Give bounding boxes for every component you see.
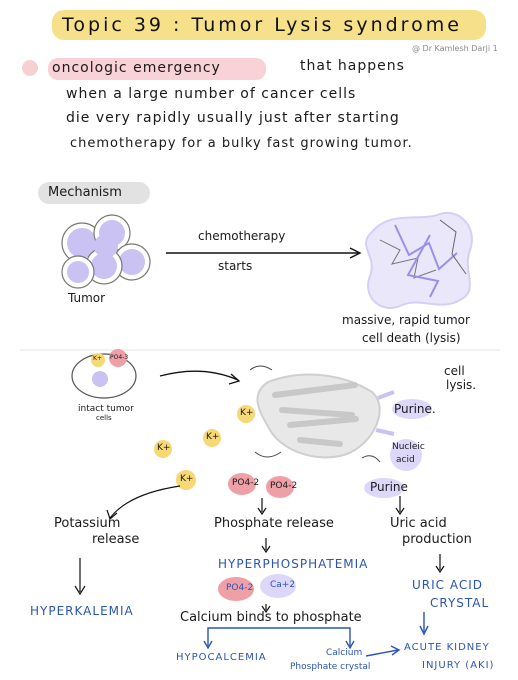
nucleic-1: Nucleic (392, 442, 425, 452)
ca-ion: Ca+2 (270, 580, 296, 590)
cell-lysis-2: lysis. (446, 378, 477, 392)
highlight-oncologic (48, 58, 266, 80)
k-ion-4: K+ (180, 474, 194, 484)
author-credit: @ Dr Kamlesh Darji 1 (412, 44, 498, 53)
uric-acid-2: production (402, 532, 472, 547)
po-ion-3: PO4-2 (226, 583, 254, 593)
intro-line4: chemotherapy for a bulky fast growing tu… (70, 136, 413, 151)
po-ion-1: PO4-2 (232, 478, 260, 488)
intact-label-2: cells (96, 414, 112, 422)
page-title: Topic 39 : Tumor Lysis syndrome (62, 14, 462, 36)
mechanism-heading: Mechanism (48, 185, 122, 200)
cell-lysis-1: cell (444, 364, 465, 378)
cell-debris-icon (249, 365, 395, 463)
hypocalcemia: HYPOCALCEMIA (176, 652, 267, 663)
uric-crystal-2: CRYSTAL (430, 596, 490, 610)
intro-line3: die very rapidly usually just after star… (66, 110, 400, 126)
intact-po-label: PO4-3 (110, 354, 129, 361)
hyperkalemia: HYPERKALEMIA (30, 604, 134, 618)
potassium-release-1: Potassium (54, 516, 121, 531)
purine-top: Purine. (394, 402, 436, 416)
arrow-label-top: chemotherapy (198, 229, 286, 243)
result-line2: cell death (lysis) (362, 331, 461, 345)
purine-top-blob (392, 399, 432, 419)
aki-1: ACUTE KIDNEY (404, 642, 490, 653)
lysed-cells-icon (365, 211, 473, 309)
po-ion-2: PO4-2 (270, 481, 298, 491)
k-ion-3: K+ (206, 432, 220, 442)
tumor-cluster-icon (61, 214, 151, 289)
calcium-phosphate-2: Phosphate crystal (290, 662, 371, 672)
title-highlight (52, 10, 486, 40)
hyperphosphatemia: HYPERPHOSPHATEMIA (218, 557, 369, 571)
uric-acid-1: Uric acid (390, 516, 447, 531)
intact-k-label: K+ (93, 355, 102, 362)
arrow-label-bottom: starts (218, 259, 253, 273)
uric-crystal-1: URIC ACID (412, 578, 484, 592)
calcium-binds: Calcium binds to phosphate (180, 610, 362, 625)
phosphate-release: Phosphate release (214, 516, 334, 531)
intro-line1: that happens (300, 58, 405, 74)
calcium-phosphate-1: Calcium (326, 648, 363, 658)
nucleic-2: acid (396, 455, 415, 465)
purine-bottom: Purine (370, 480, 408, 494)
intro-line2: when a large number of cancer cells (66, 86, 357, 102)
intact-label-1: intact tumor (78, 404, 134, 414)
k-ion-1: K+ (240, 408, 254, 418)
intro-highlight-text: oncologic emergency (52, 60, 221, 76)
mechanism-highlight (38, 182, 150, 204)
k-ion-2: K+ (157, 443, 171, 453)
result-line1: massive, rapid tumor (342, 313, 470, 327)
potassium-release-2: release (92, 532, 140, 547)
bullet-dot (22, 60, 38, 76)
intact-tumor-cell-icon (71, 349, 137, 399)
tumor-label: Tumor (68, 291, 106, 305)
aki-2: INJURY (AKI) (422, 660, 495, 671)
